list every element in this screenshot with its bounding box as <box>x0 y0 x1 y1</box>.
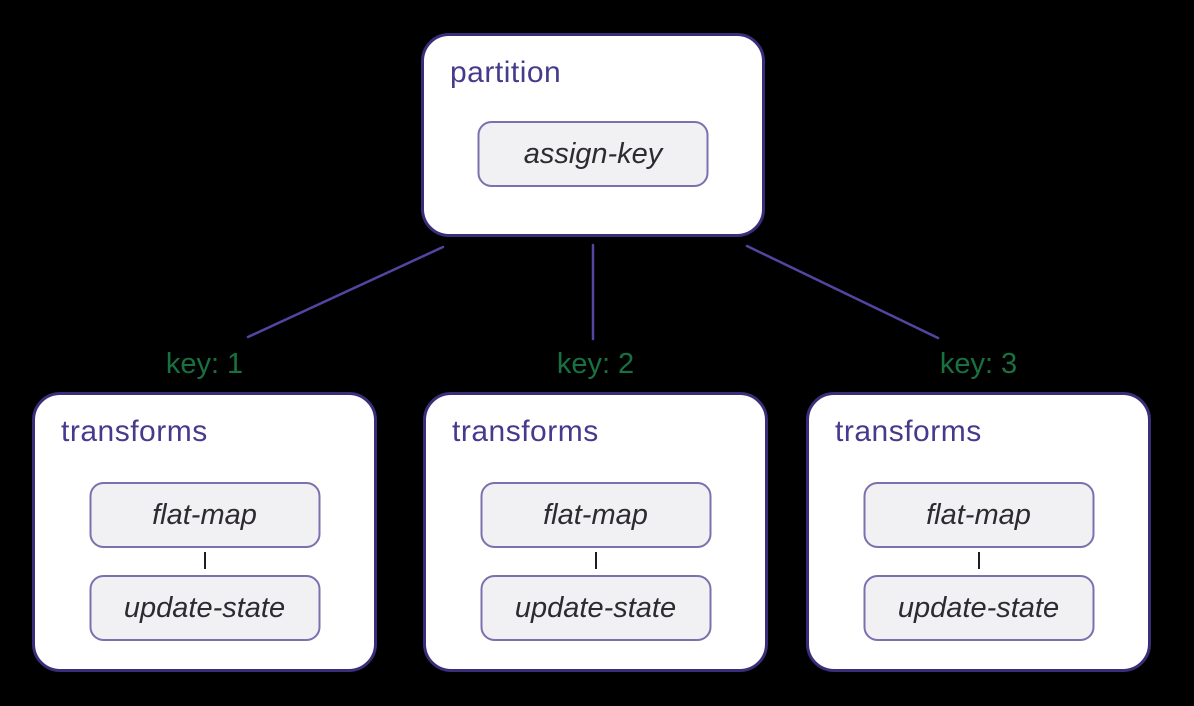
key-label-1: key: 1 <box>165 348 244 380</box>
operator-connector-line <box>594 552 597 569</box>
transforms-title: transforms <box>452 415 599 448</box>
key-label-3: key: 3 <box>939 348 1018 380</box>
transforms-box-2: transforms flat-map update-state <box>423 392 768 672</box>
operator-flat-map: flat-map <box>863 482 1094 548</box>
operator-flat-map: flat-map <box>480 482 711 548</box>
operator-flat-map: flat-map <box>89 482 320 548</box>
operator-assign-key: assign-key <box>477 121 709 187</box>
transforms-box-1: transforms flat-map update-state <box>32 392 377 672</box>
key-label-2: key: 2 <box>556 348 635 380</box>
operator-connector-line <box>977 552 980 569</box>
partition-title: partition <box>450 56 562 89</box>
partition-box: partition assign-key <box>421 33 765 237</box>
transforms-title: transforms <box>835 415 982 448</box>
edge-to-key-1 <box>246 245 445 339</box>
operator-update-state: update-state <box>89 575 320 641</box>
transforms-box-3: transforms flat-map update-state <box>806 392 1151 672</box>
transforms-title: transforms <box>61 415 208 448</box>
operator-connector-line <box>203 552 206 569</box>
operator-update-state: update-state <box>863 575 1094 641</box>
operator-update-state: update-state <box>480 575 711 641</box>
edge-to-key-3 <box>745 244 940 340</box>
